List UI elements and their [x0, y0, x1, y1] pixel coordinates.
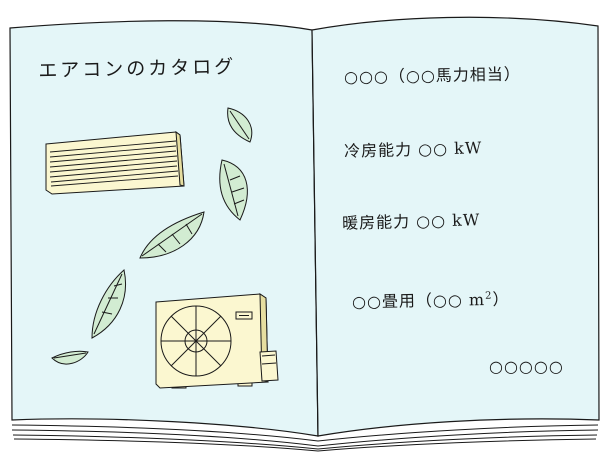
- catalog-title: エアコンのカタログ: [38, 55, 237, 82]
- room-size-suffix: ）: [492, 289, 510, 309]
- model-line: ○○○（○○馬力相当）: [343, 64, 521, 87]
- leaf-2: [219, 159, 248, 221]
- leaf-1: [227, 107, 253, 143]
- book-spine: [311, 29, 319, 437]
- price-line: ○○○○○: [489, 357, 564, 376]
- leaf-5: [51, 350, 89, 365]
- heating-capacity-line: 暖房能力 ○○ kW: [341, 210, 481, 233]
- indoor-unit-illustration: [45, 130, 185, 195]
- room-size-prefix: ○○畳用（○○ m: [351, 290, 486, 312]
- room-size-line: ○○畳用（○○ m2）: [352, 286, 510, 313]
- leaf-illustrations: [51, 107, 253, 365]
- leaf-4: [91, 269, 126, 339]
- leaf-3: [139, 211, 205, 259]
- page-edges: [11, 424, 599, 452]
- right-page: [311, 16, 600, 437]
- fan-grille: [160, 305, 232, 377]
- outdoor-unit-illustration: [155, 293, 279, 389]
- cooling-capacity-line: 冷房能力 ○○ kW: [343, 138, 483, 161]
